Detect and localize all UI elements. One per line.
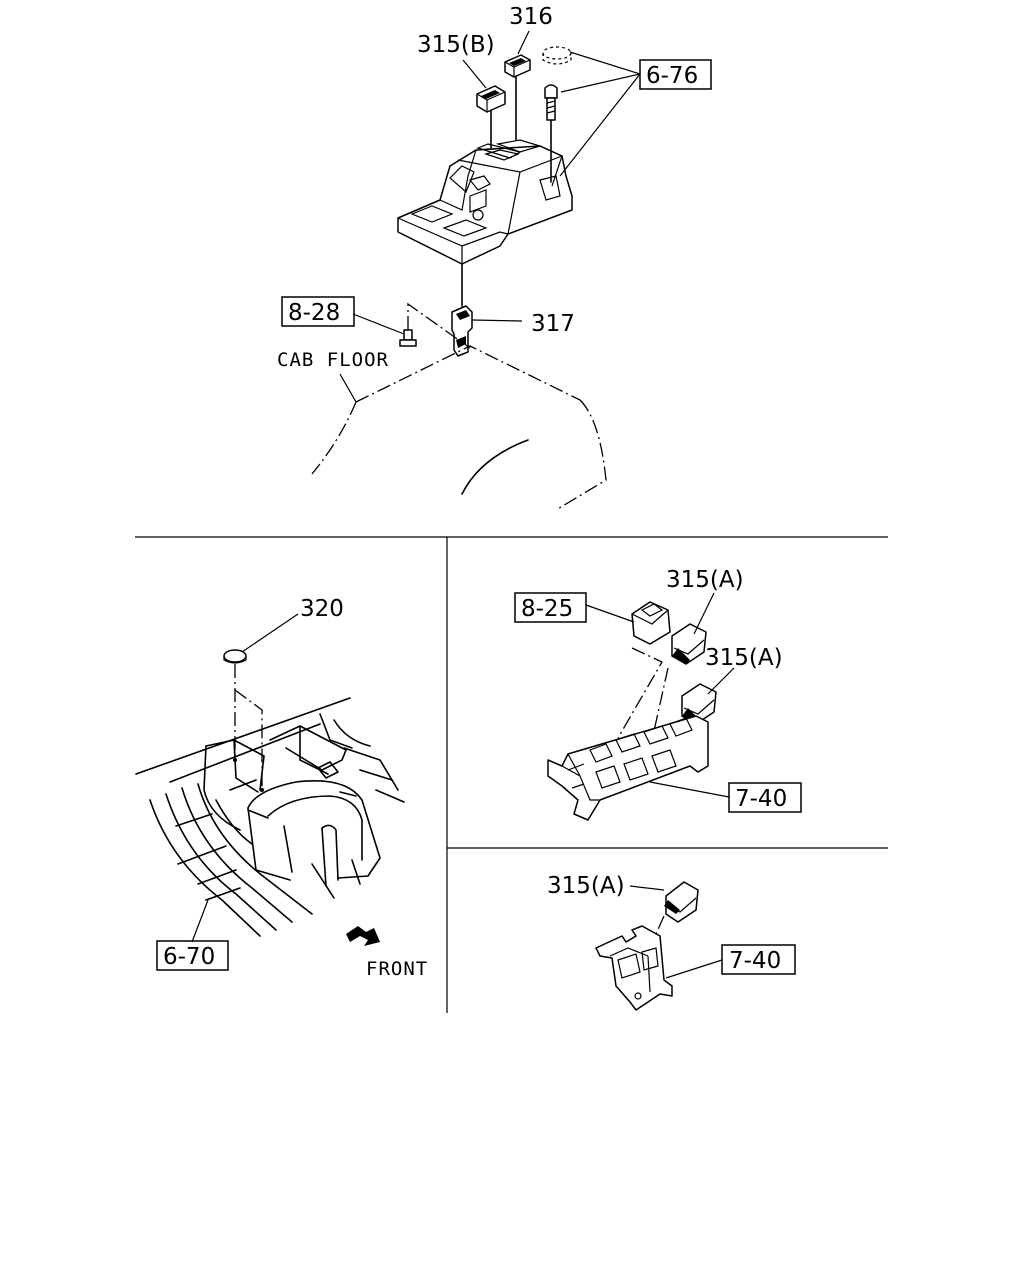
switch-bracket-assembly-b	[595, 881, 699, 1011]
label-8-28: 8-28	[288, 300, 340, 326]
top-console-assembly	[397, 74, 573, 307]
front-arrow-icon	[346, 926, 380, 946]
middle-right-leaders	[585, 592, 735, 798]
label-cab-floor: CAB FLOOR	[277, 349, 389, 371]
switch-bracket-assembly-a	[547, 601, 717, 821]
lower-right-leaders	[629, 885, 723, 979]
label-front: FRONT	[366, 958, 428, 980]
cab-floor-outline	[311, 345, 607, 511]
floor-console	[397, 145, 573, 265]
ref-box-8-28	[281, 296, 355, 327]
label-316: 316	[509, 4, 553, 30]
label-315a-1: 315(A)	[666, 567, 744, 593]
lower-left-leaders	[191, 613, 299, 943]
bolt-8-28	[399, 302, 471, 349]
ref-box-6-70	[156, 940, 229, 971]
switch-315b	[476, 85, 506, 113]
label-7-40-a: 7-40	[735, 786, 787, 812]
label-315a-2: 315(A)	[705, 645, 783, 671]
label-6-76: 6-76	[646, 63, 698, 89]
label-7-40-b: 7-40	[729, 948, 781, 974]
label-317: 317	[531, 311, 575, 337]
label-320: 320	[300, 596, 344, 622]
bracket-317	[451, 305, 473, 357]
top-leaders	[339, 30, 641, 403]
label-8-25: 8-25	[521, 596, 573, 622]
label-6-70: 6-70	[163, 944, 215, 970]
frame-assembly	[135, 649, 405, 946]
ref-box-7-40-b	[721, 944, 796, 975]
switch-316	[504, 54, 531, 78]
panel-dividers	[135, 536, 888, 1013]
ref-box-7-40-a	[728, 782, 802, 813]
ref-box-6-76	[639, 59, 712, 90]
ref-box-8-25	[514, 592, 587, 623]
clip-and-screw	[542, 46, 572, 121]
label-315a-3: 315(A)	[547, 873, 625, 899]
label-315b: 315(B)	[417, 32, 495, 58]
